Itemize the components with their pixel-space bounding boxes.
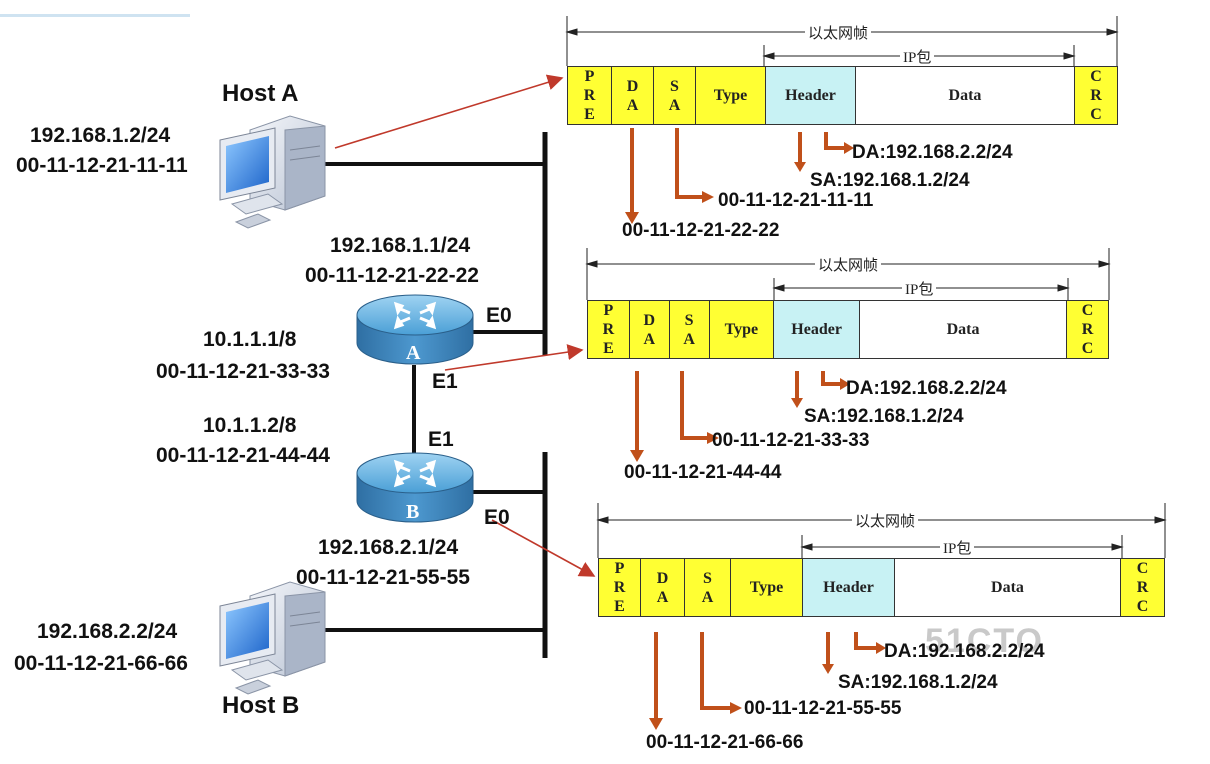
- host-b-name: Host B: [222, 692, 300, 719]
- router-a-e0-port: E0: [486, 304, 512, 327]
- frame3-ip-da: DA:192.168.2.2/24: [884, 641, 1045, 662]
- ethernet-frame-caption-3: 以太网帧: [852, 510, 919, 531]
- field-header: Header: [803, 559, 895, 616]
- field-header: Header: [766, 67, 856, 124]
- host-a-name: Host A: [222, 80, 299, 107]
- frame3-mac-da: 00-11-12-21-66-66: [646, 732, 804, 753]
- field-type: Type: [709, 301, 775, 358]
- field-header: Header: [774, 301, 860, 358]
- frame1-ip-da: DA:192.168.2.2/24: [852, 142, 1013, 163]
- router-b-e1-ip: 10.1.1.2/8: [203, 414, 297, 437]
- router-a-letter: A: [406, 342, 421, 364]
- frame3-mac-sa: 00-11-12-21-55-55: [744, 698, 902, 719]
- router-a-e0-mac: 00-11-12-21-22-22: [305, 264, 479, 287]
- router-a-icon: [356, 294, 474, 365]
- callout-arrow-f2-ipda: [821, 371, 840, 386]
- router-b-e0-ip: 192.168.2.1/24: [318, 536, 459, 559]
- callout-arrow-f1-ipda: [824, 132, 844, 150]
- router-b-e1-mac: 00-11-12-21-44-44: [156, 444, 330, 467]
- router-a-e0-ip: 192.168.1.1/24: [330, 234, 471, 257]
- callout-arrow-f2-sa: [680, 371, 707, 440]
- frame2-ip-da: DA:192.168.2.2/24: [846, 378, 1007, 399]
- field-data: Data: [856, 67, 1075, 124]
- ethernet-frame-caption-2: 以太网帧: [815, 254, 882, 275]
- router-b-e0-port: E0: [484, 506, 510, 529]
- ip-packet-caption-1: IP包: [900, 46, 935, 67]
- router-b-icon: [356, 452, 474, 523]
- frame3-ip-sa: SA:192.168.1.2/24: [838, 672, 998, 693]
- router-b-e1-port: E1: [428, 428, 454, 451]
- pointer-arrow-2: [444, 344, 584, 371]
- host-b-computer-icon: [219, 581, 326, 695]
- frame1-mac-da: 00-11-12-21-22-22: [622, 220, 780, 241]
- field-data: Data: [895, 559, 1121, 616]
- host-a-ip: 192.168.1.2/24: [30, 124, 171, 147]
- field-data: Data: [859, 301, 1068, 358]
- router-a-e1-ip: 10.1.1.1/8: [203, 328, 297, 351]
- router-a-e1-port: E1: [432, 370, 458, 393]
- router-b-letter: B: [406, 501, 420, 523]
- frame2-ip-sa: SA:192.168.1.2/24: [804, 406, 964, 427]
- frame1-mac-sa: 00-11-12-21-11-11: [718, 190, 874, 211]
- callout-arrow-f1-sa: [675, 128, 702, 199]
- callout-arrow-f3-sa: [700, 632, 730, 710]
- host-a-mac: 00-11-12-21-11-11: [16, 154, 188, 177]
- router-b-e0-mac: 00-11-12-21-55-55: [296, 566, 470, 589]
- ip-packet-caption-3: IP包: [940, 537, 975, 558]
- window-accent-bar: [0, 14, 190, 17]
- watermark-logo: 51CTO: [925, 622, 1044, 660]
- field-type: Type: [731, 559, 803, 616]
- ip-packet-caption-2: IP包: [902, 278, 937, 299]
- pointer-arrow-1: [334, 74, 564, 149]
- pointer-arrow-3: [491, 519, 596, 577]
- host-a-computer-icon: [219, 115, 326, 229]
- host-b-ip: 192.168.2.2/24: [37, 620, 178, 643]
- ethernet-frame-caption-1: 以太网帧: [805, 22, 872, 43]
- router-a-e1-mac: 00-11-12-21-33-33: [156, 360, 330, 383]
- callout-arrow-f3-ipda: [854, 632, 876, 650]
- frame1-ip-sa: SA:192.168.1.2/24: [810, 170, 970, 191]
- field-type: Type: [696, 67, 766, 124]
- frame2-mac-da: 00-11-12-21-44-44: [624, 462, 782, 483]
- frame2-mac-sa: 00-11-12-21-33-33: [712, 430, 870, 451]
- host-b-mac: 00-11-12-21-66-66: [14, 652, 188, 675]
